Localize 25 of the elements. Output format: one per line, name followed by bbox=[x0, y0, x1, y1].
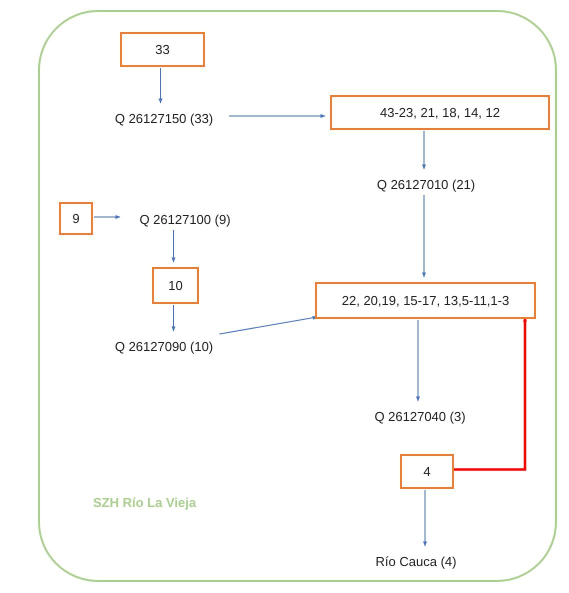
station-box: 43-23, 21, 18, 14, 12 bbox=[330, 95, 550, 130]
gauge-label: Q 26127090 (10) bbox=[100, 336, 228, 356]
flow-arrow bbox=[158, 68, 162, 104]
station-box: 33 bbox=[120, 32, 205, 67]
flow-arrow bbox=[228, 114, 326, 118]
flow-arrow bbox=[172, 230, 176, 262]
flow-arrow bbox=[172, 304, 176, 332]
station-box: 9 bbox=[59, 202, 93, 235]
flow-arrow bbox=[416, 320, 420, 402]
gauge-label: Q 26127100 (9) bbox=[125, 209, 245, 229]
station-box: 4 bbox=[400, 454, 454, 489]
region-title: SZH Río La Vieja bbox=[93, 495, 196, 510]
flow-arrow bbox=[422, 130, 426, 170]
region-boundary bbox=[38, 10, 557, 582]
gauge-label: Q 26127040 (3) bbox=[364, 406, 476, 426]
station-box: 10 bbox=[152, 267, 199, 304]
gauge-label: Q 26127010 (21) bbox=[362, 174, 490, 194]
flow-arrow bbox=[422, 194, 426, 278]
gauge-label: Q 26127150 (33) bbox=[100, 108, 228, 128]
gauge-label: Río Cauca (4) bbox=[366, 551, 466, 571]
station-box: 22, 20,19, 15-17, 13,5-11,1-3 bbox=[315, 282, 536, 319]
flow-arrow bbox=[423, 490, 427, 546]
flow-arrow bbox=[94, 215, 120, 219]
flow-arrow bbox=[218, 316, 318, 334]
flow-arrow bbox=[452, 316, 527, 471]
